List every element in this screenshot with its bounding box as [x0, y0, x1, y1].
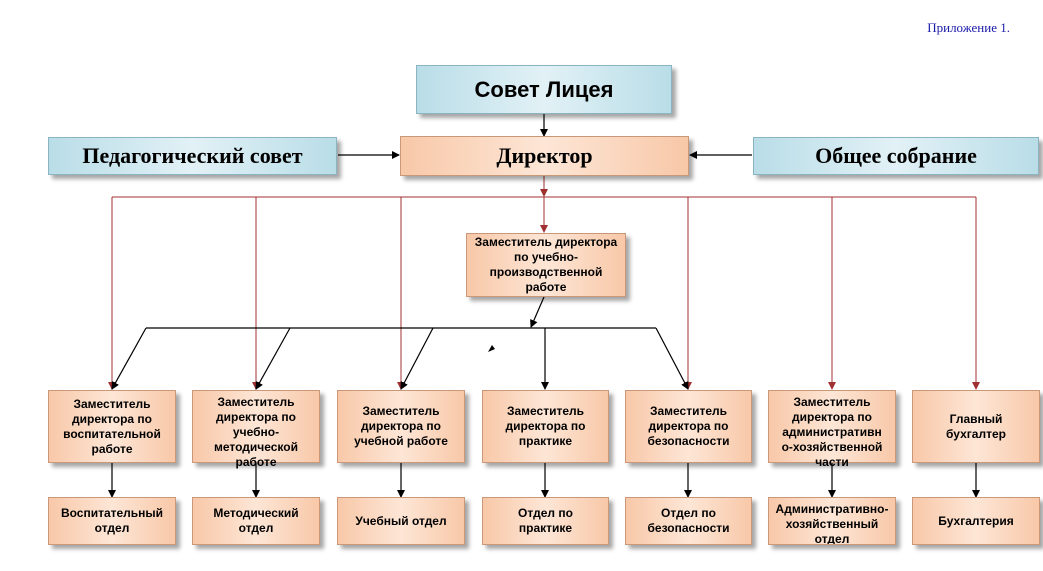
appendix-label: Приложение 1. — [927, 20, 1010, 35]
safety-department-box: Отдел по безопасности — [625, 497, 752, 545]
black-to-l2-3 — [400, 327, 434, 390]
general-meeting-box: Общее собрание — [753, 137, 1039, 175]
education-department-box: Воспитательный отдел — [48, 497, 176, 545]
stray-arrowhead — [488, 345, 495, 352]
deputy-safety-box: Заместитель директора по безопасности — [625, 390, 752, 463]
deputy-academic-box: Заместитель директора по учебной работе — [337, 390, 465, 463]
methodical-department-box: Методический отдел — [192, 497, 320, 545]
accounting-department-box: Бухгалтерия — [912, 497, 1040, 545]
chief-accountant-box: Главный бухгалтер — [912, 390, 1040, 463]
deputy-administrative-box: Заместитель директора по административн … — [768, 390, 896, 469]
black-to-l2-5 — [655, 327, 689, 390]
practice-department-box: Отдел по практике — [482, 497, 609, 545]
deputy-practice-box: Заместитель директора по практике — [482, 390, 609, 463]
deputy-education-box: Заместитель директора по воспитательной … — [48, 390, 176, 463]
black-to-l2-2 — [255, 327, 291, 390]
administrative-department-box: Административно- хозяйственный отдел — [768, 497, 896, 545]
deputy-production-box: Заместитель директора по учебно- произво… — [466, 233, 626, 297]
black-to-l2-1 — [111, 327, 147, 390]
black-deputy-down — [530, 296, 545, 328]
deputy-methodical-box: Заместитель директора по учебно- методич… — [192, 390, 320, 469]
pedagogical-council-box: Педагогический совет — [48, 137, 337, 175]
director-box: Директор — [400, 136, 689, 176]
lyceum-council-box: Совет Лицея — [416, 65, 672, 114]
academic-department-box: Учебный отдел — [337, 497, 465, 545]
